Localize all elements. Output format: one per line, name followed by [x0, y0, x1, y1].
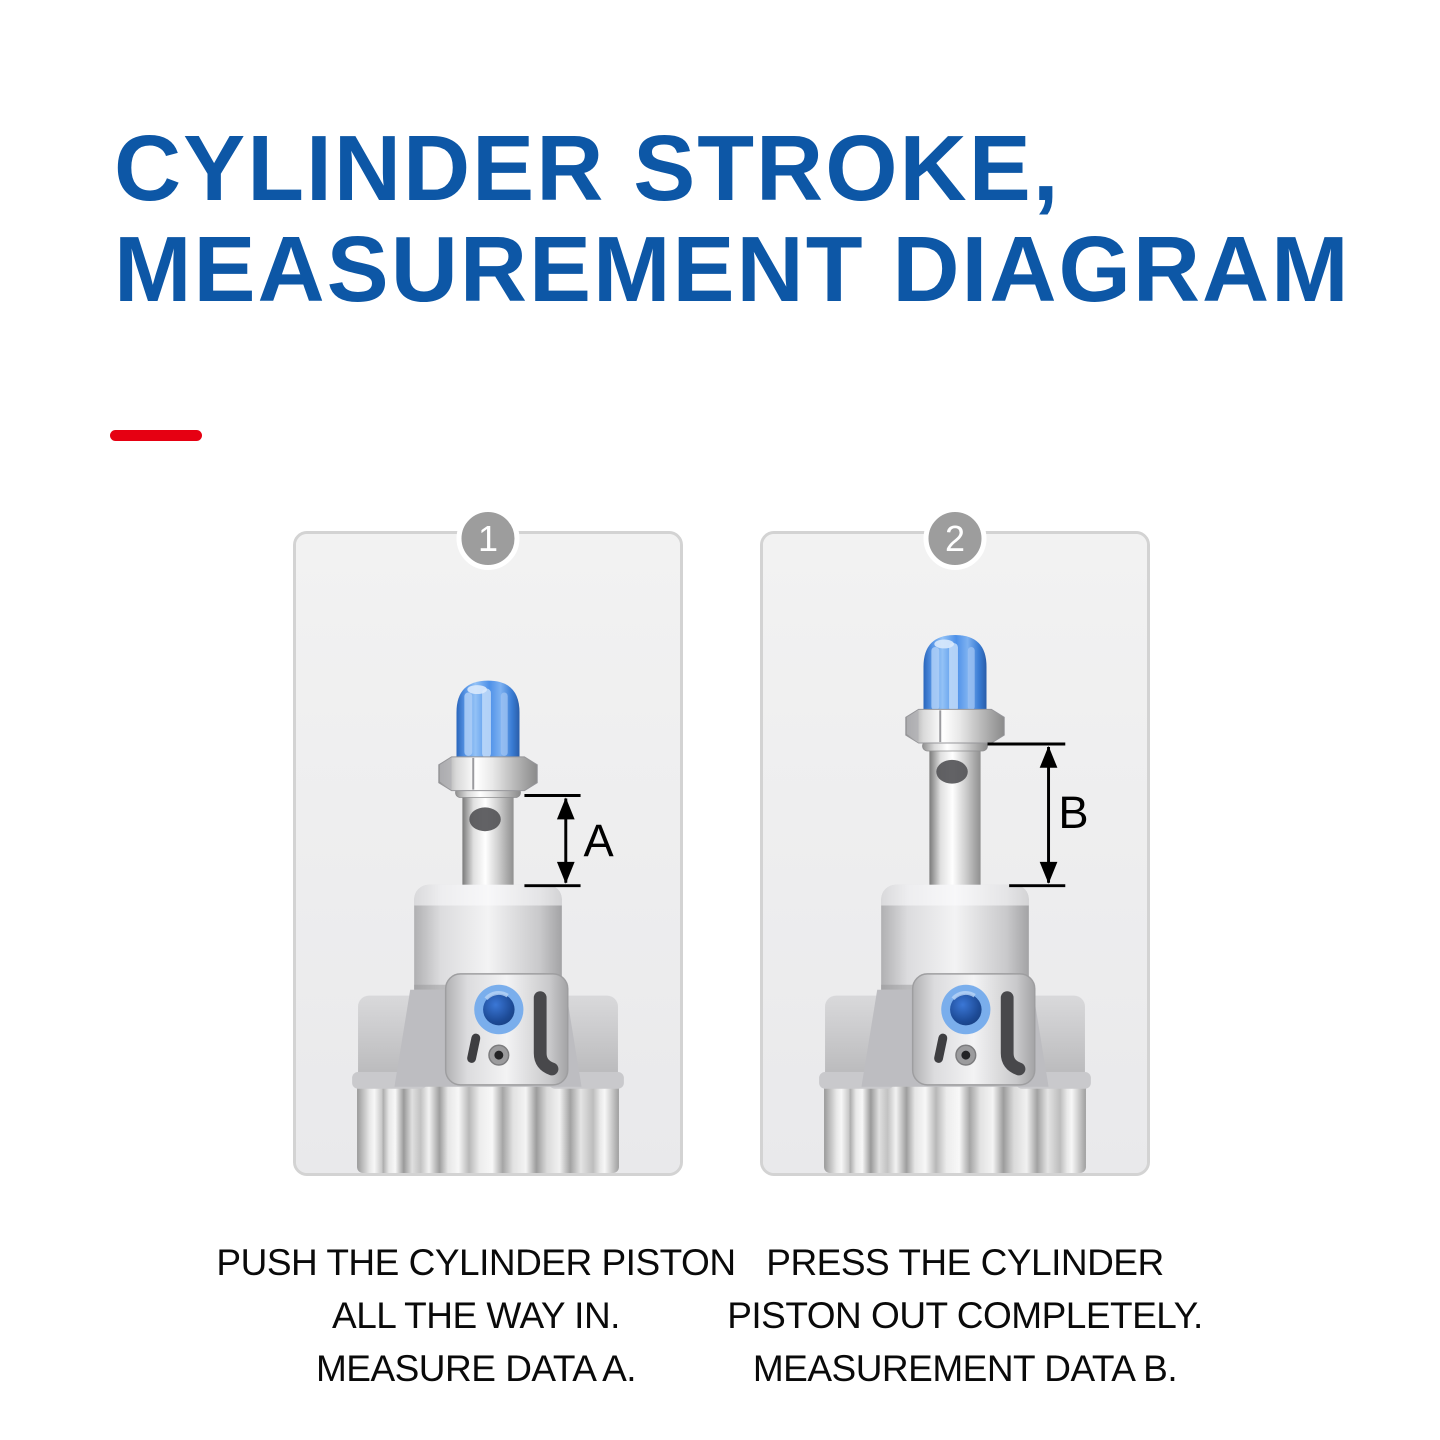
page-title: CYLINDER STROKE, MEASUREMENT DIAGRAM: [114, 118, 1351, 320]
cylinder-head: [414, 884, 562, 990]
caption-line: PUSH THE CYLINDER PISTON: [216, 1242, 736, 1283]
caption-line: PRESS THE CYLINDER: [766, 1242, 1164, 1283]
step-panel-2: 2: [760, 507, 1150, 1176]
badge-number-2: 2: [944, 517, 966, 559]
cylinder-retracted-illustration: A: [296, 534, 680, 1173]
caption-line: ALL THE WAY IN.: [332, 1295, 620, 1336]
piston-rod: [929, 744, 981, 895]
piston-rod: [462, 791, 514, 895]
step-panel-2-frame: B: [760, 531, 1150, 1176]
caption-line: MEASUREMENT DATA B.: [752, 1348, 1178, 1389]
cylinder-extended-illustration: B: [763, 534, 1147, 1173]
caption-step-1: PUSH THE CYLINDER PISTON ALL THE WAY IN.…: [196, 1236, 756, 1395]
caption-step-2: PRESS THE CYLINDER PISTON OUT COMPLETELY…: [685, 1236, 1245, 1395]
measure-label-a: A: [584, 815, 615, 866]
cylinder-barrel: [849, 1071, 1061, 1173]
measure-label-b: B: [1058, 787, 1088, 838]
step-panel-1-frame: A: [293, 531, 683, 1176]
title-line-2: MEASUREMENT DIAGRAM: [114, 217, 1351, 321]
caption-line: MEASURE DATA A.: [315, 1348, 637, 1389]
rod-nut: [438, 756, 538, 792]
measure-arrow-b: [987, 742, 1066, 888]
caption-line: PISTON OUT COMPLETELY.: [727, 1295, 1203, 1336]
title-line-1: CYLINDER STROKE,: [114, 116, 1061, 220]
step-badge-2: 2: [923, 507, 987, 570]
cylinder-barrel: [382, 1071, 594, 1173]
red-divider: [110, 430, 202, 441]
cylinder-head: [881, 884, 1029, 990]
step-badge-1: 1: [456, 507, 520, 570]
step-panel-1: 1: [293, 507, 683, 1176]
badge-number-1: 1: [477, 517, 499, 559]
rod-nut: [905, 708, 1005, 744]
